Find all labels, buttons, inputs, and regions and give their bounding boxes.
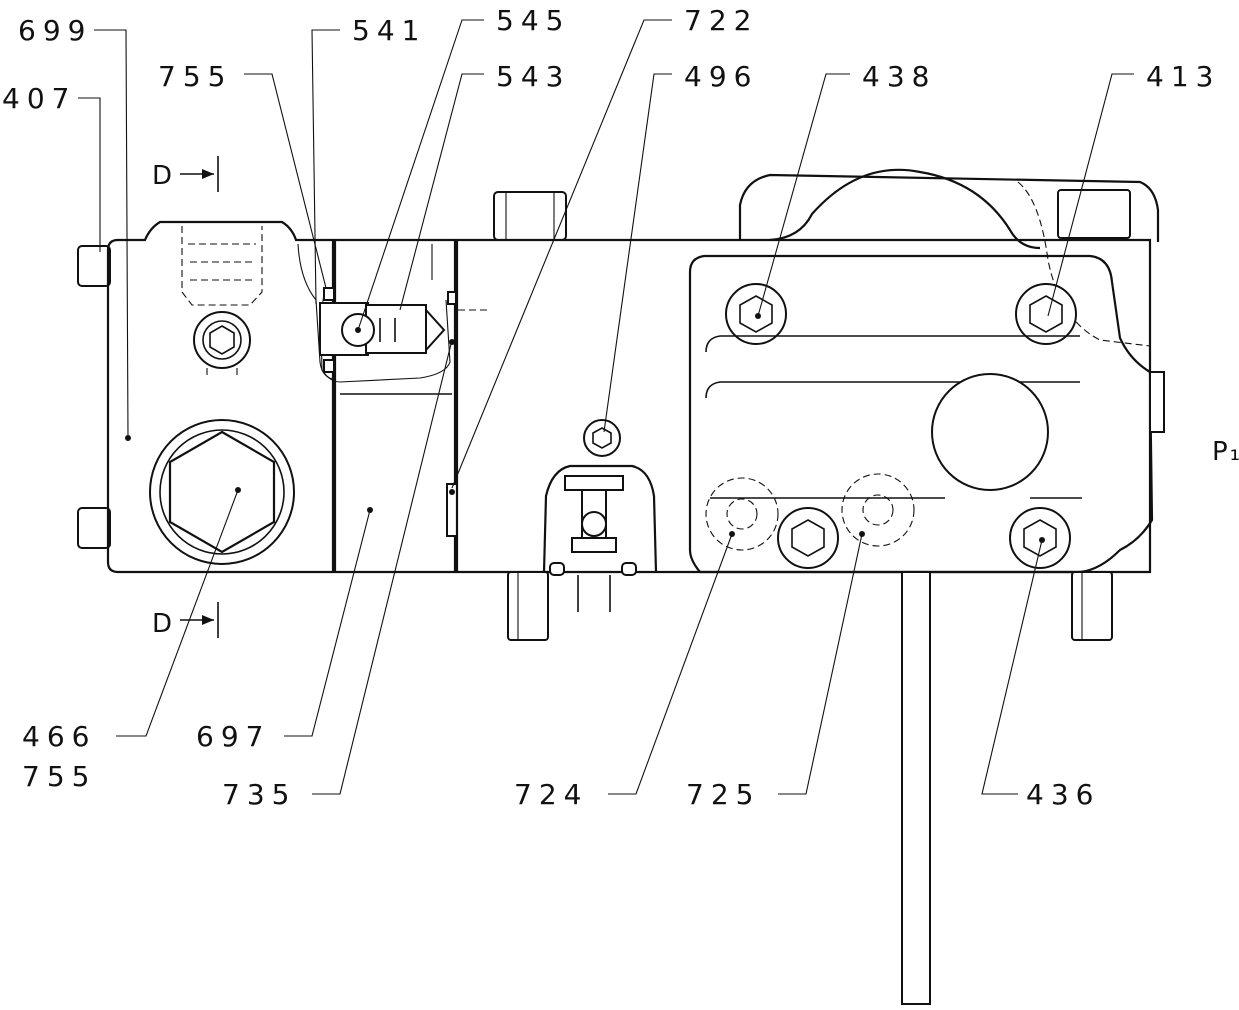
callout-413: 413 bbox=[1146, 60, 1220, 93]
right-valve-block bbox=[455, 168, 1165, 1005]
callout-725: 725 bbox=[686, 778, 760, 811]
callout-724: 724 bbox=[514, 778, 588, 811]
left-valve-block bbox=[77, 220, 337, 574]
callout-436: 436 bbox=[1026, 778, 1100, 811]
callout-466: 466 bbox=[22, 720, 96, 753]
callout-699: 699 bbox=[18, 14, 92, 47]
callout-755-lower: 755 bbox=[22, 760, 96, 793]
callout-735: 735 bbox=[222, 778, 296, 811]
callout-543: 543 bbox=[496, 60, 570, 93]
callout-541: 541 bbox=[352, 14, 426, 47]
svg-text:D: D bbox=[152, 609, 174, 639]
callout-496: 496 bbox=[684, 60, 758, 93]
port-label: P₁ bbox=[1212, 437, 1239, 467]
section-marker-bottom: D bbox=[152, 602, 219, 639]
section-marker-top: D bbox=[152, 156, 219, 192]
callout-labels: 699 407 755 541 545 543 722 496 438 413 … bbox=[2, 4, 1220, 811]
leader-lines bbox=[78, 19, 1134, 795]
svg-text:D: D bbox=[152, 161, 174, 191]
callout-722: 722 bbox=[684, 4, 758, 37]
callout-545: 545 bbox=[496, 4, 570, 37]
callout-755: 755 bbox=[158, 60, 232, 93]
callout-438: 438 bbox=[862, 60, 936, 93]
middle-valve-block bbox=[319, 238, 490, 574]
callout-407: 407 bbox=[2, 82, 76, 115]
callout-697: 697 bbox=[196, 720, 270, 753]
